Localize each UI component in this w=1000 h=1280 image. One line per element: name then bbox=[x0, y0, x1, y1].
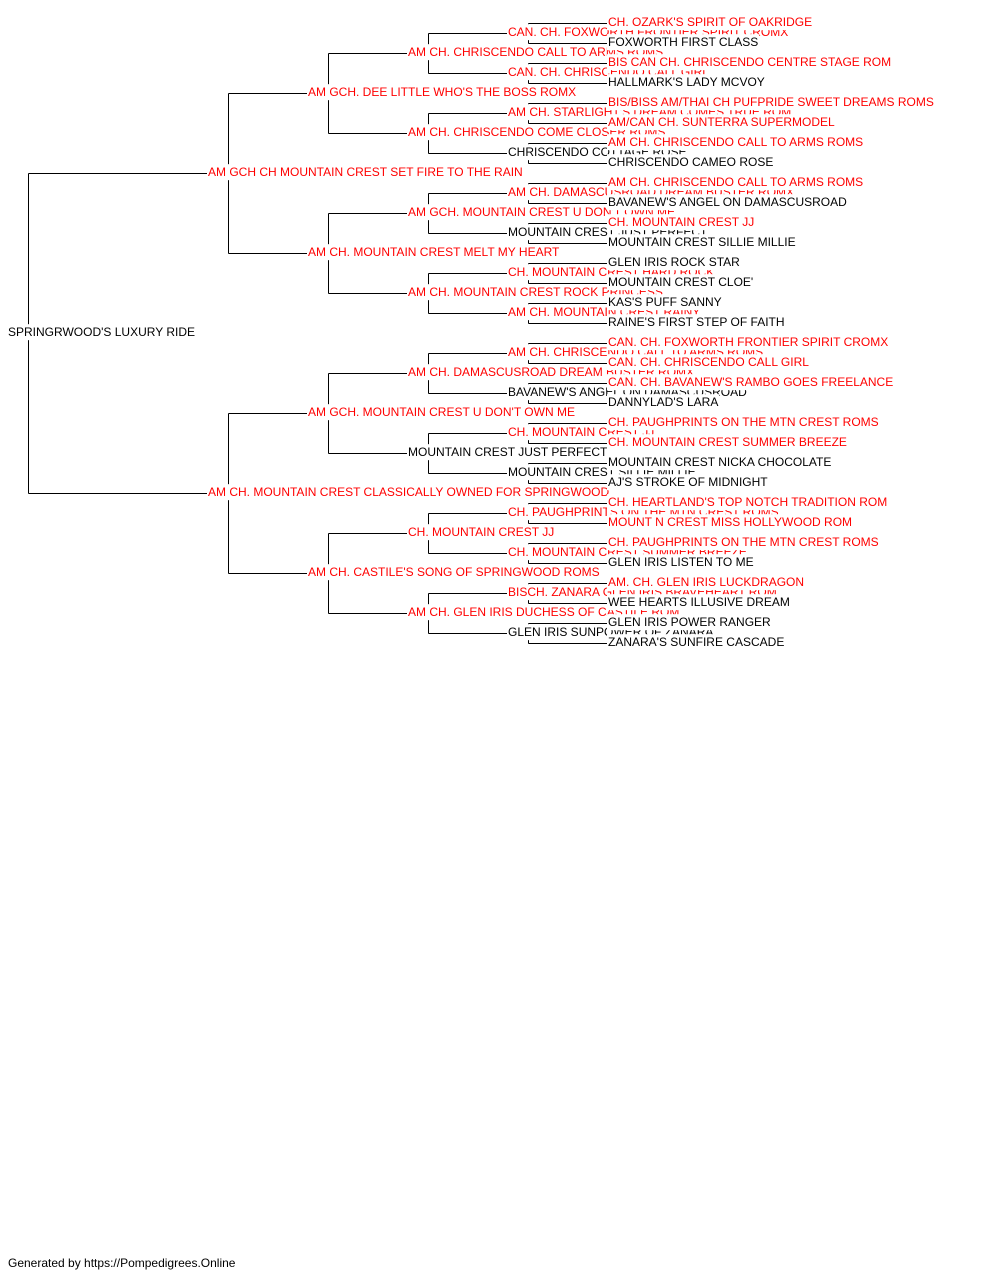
name-backing bbox=[607, 474, 770, 491]
ancestor-name-gen3: AM CH. CHRISCENDO COME CLOSER ROMS bbox=[408, 125, 665, 139]
name-backing bbox=[7, 324, 196, 341]
ancestor-name-gen5: HALLMARK'S LADY MCVOY bbox=[608, 75, 765, 89]
ancestor-name-gen5: RAINE'S FIRST STEP OF FAITH bbox=[608, 315, 785, 329]
ancestor-name-gen5: MOUNTAIN CREST NICKA CHOCOLATE bbox=[608, 455, 831, 469]
ancestor-name-gen5: GLEN IRIS POWER RANGER bbox=[608, 615, 771, 629]
name-backing bbox=[207, 164, 524, 181]
name-backing bbox=[607, 134, 865, 151]
ancestor-name-gen2: AM GCH. MOUNTAIN CREST U DON'T OWN ME bbox=[308, 405, 575, 419]
name-backing bbox=[607, 254, 742, 271]
ancestor-name-gen5: CAN. CH. CHRISCENDO CALL GIRL bbox=[608, 355, 809, 369]
name-backing bbox=[607, 34, 760, 51]
name-backing bbox=[407, 524, 556, 541]
ancestor-name-gen5: CH. OZARK'S SPIRIT OF OAKRIDGE bbox=[608, 15, 812, 29]
ancestor-name-gen5: CH. HEARTLAND'S TOP NOTCH TRADITION ROM bbox=[608, 495, 887, 509]
ancestor-name-gen5: CAN. CH. BAVANEW'S RAMBO GOES FREELANCE bbox=[608, 375, 893, 389]
ancestor-name-gen5: AM. CH. GLEN IRIS LUCKDRAGON bbox=[608, 575, 804, 589]
name-backing bbox=[607, 374, 895, 391]
name-backing bbox=[607, 154, 775, 171]
name-backing bbox=[607, 554, 755, 571]
name-backing bbox=[407, 124, 667, 141]
name-backing bbox=[607, 314, 786, 331]
ancestor-name-gen5: BIS CAN CH. CHRISCENDO CENTRE STAGE ROM bbox=[608, 55, 891, 69]
name-backing bbox=[307, 564, 601, 581]
ancestor-name-gen5: MOUNTAIN CREST SILLIE MILLIE bbox=[608, 235, 796, 249]
name-backing bbox=[307, 404, 576, 421]
footer-credit: Generated by https://Pompedigrees.Online bbox=[8, 1256, 236, 1270]
name-backing bbox=[607, 634, 786, 651]
ancestor-name-gen5: CH. MOUNTAIN CREST SUMMER BREEZE bbox=[608, 435, 847, 449]
name-backing bbox=[607, 534, 880, 551]
ancestor-name-gen5: AJ'S STROKE OF MIDNIGHT bbox=[608, 475, 768, 489]
name-backing bbox=[607, 454, 833, 471]
ancestor-name-gen5: MOUNTAIN CREST CLOE' bbox=[608, 275, 753, 289]
name-backing bbox=[407, 444, 610, 461]
ancestor-name-gen5: BIS/BISS AM/THAI CH PUFPRIDE SWEET DREAM… bbox=[608, 95, 934, 109]
name-backing bbox=[607, 234, 797, 251]
name-backing bbox=[607, 114, 837, 131]
name-backing bbox=[607, 194, 849, 211]
ancestor-name-gen5: DANNYLAD'S LARA bbox=[608, 395, 718, 409]
ancestor-name-gen1: AM GCH CH MOUNTAIN CREST SET FIRE TO THE… bbox=[208, 165, 523, 179]
ancestor-name-gen3: CH. MOUNTAIN CREST JJ bbox=[408, 525, 554, 539]
ancestor-name-gen5: FOXWORTH FIRST CLASS bbox=[608, 35, 758, 49]
subject-name: SPRINGRWOOD'S LUXURY RIDE bbox=[8, 325, 195, 339]
ancestor-name-gen5: AM CH. CHRISCENDO CALL TO ARMS ROMS bbox=[608, 175, 863, 189]
name-backing bbox=[607, 174, 865, 191]
name-backing bbox=[607, 294, 723, 311]
ancestor-name-gen5: CAN. CH. FOXWORTH FRONTIER SPIRIT CROMX bbox=[608, 335, 888, 349]
ancestor-name-gen5: CH. MOUNTAIN CREST JJ bbox=[608, 215, 754, 229]
ancestor-name-gen2: AM GCH. DEE LITTLE WHO'S THE BOSS ROMX bbox=[308, 85, 576, 99]
ancestor-name-gen2: AM CH. CASTILE'S SONG OF SPRINGWOOD ROMS bbox=[308, 565, 600, 579]
name-backing bbox=[607, 494, 889, 511]
ancestor-name-gen3: AM CH. CHRISCENDO CALL TO ARMS ROMS bbox=[408, 45, 663, 59]
ancestor-name-gen5: CH. PAUGHPRINTS ON THE MTN CREST ROMS bbox=[608, 415, 879, 429]
ancestor-name-gen5: MOUNT N CREST MISS HOLLYWOOD ROM bbox=[608, 515, 852, 529]
name-backing bbox=[607, 94, 935, 111]
name-backing bbox=[607, 54, 893, 71]
name-backing bbox=[407, 44, 665, 61]
name-backing bbox=[607, 614, 773, 631]
name-backing bbox=[607, 574, 806, 591]
name-backing bbox=[607, 414, 880, 431]
ancestor-name-gen5: KAS'S PUFF SANNY bbox=[608, 295, 722, 309]
ancestor-name-gen2: AM CH. MOUNTAIN CREST MELT MY HEART bbox=[308, 245, 560, 259]
name-backing bbox=[607, 214, 756, 231]
name-backing bbox=[607, 274, 755, 291]
name-backing bbox=[607, 74, 766, 91]
ancestor-name-gen5: CH. PAUGHPRINTS ON THE MTN CREST ROMS bbox=[608, 535, 879, 549]
name-backing bbox=[607, 594, 791, 611]
ancestor-name-gen3: MOUNTAIN CREST JUST PERFECT bbox=[408, 445, 608, 459]
ancestor-name-gen5: CHRISCENDO CAMEO ROSE bbox=[608, 155, 773, 169]
name-backing bbox=[607, 334, 890, 351]
name-backing bbox=[607, 394, 720, 411]
ancestor-name-gen5: BAVANEW'S ANGEL ON DAMASCUSROAD bbox=[608, 195, 847, 209]
ancestor-name-gen5: ZANARA'S SUNFIRE CASCADE bbox=[608, 635, 784, 649]
name-backing bbox=[607, 354, 811, 371]
name-backing bbox=[307, 84, 578, 101]
name-backing bbox=[607, 14, 814, 31]
ancestor-name-gen3: AM CH. MOUNTAIN CREST ROCK PRINCESS bbox=[408, 285, 663, 299]
ancestor-name-gen5: GLEN IRIS LISTEN TO ME bbox=[608, 555, 754, 569]
name-backing bbox=[607, 434, 848, 451]
ancestor-name-gen5: WEE HEARTS ILLUSIVE DREAM bbox=[608, 595, 790, 609]
name-backing bbox=[207, 484, 611, 501]
ancestor-name-gen5: GLEN IRIS ROCK STAR bbox=[608, 255, 740, 269]
ancestor-name-gen5: AM CH. CHRISCENDO CALL TO ARMS ROMS bbox=[608, 135, 863, 149]
ancestor-name-gen1: AM CH. MOUNTAIN CREST CLASSICALLY OWNED … bbox=[208, 485, 609, 499]
ancestor-name-gen5: AM/CAN CH. SUNTERRA SUPERMODEL bbox=[608, 115, 835, 129]
name-backing bbox=[607, 514, 854, 531]
name-backing bbox=[307, 244, 562, 261]
name-backing bbox=[407, 284, 664, 301]
